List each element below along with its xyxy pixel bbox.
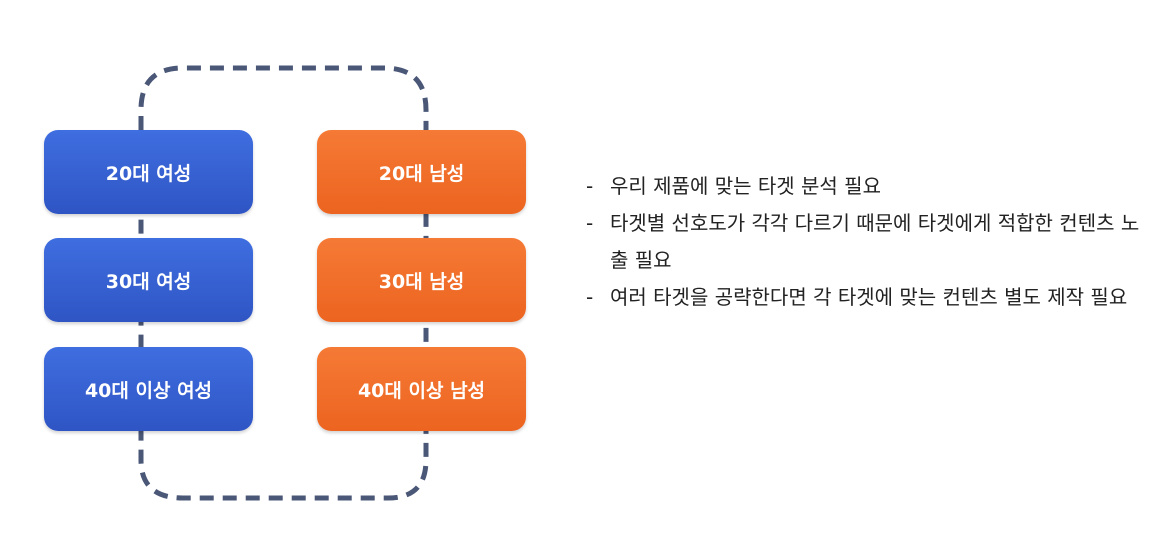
bullet-dash: -	[586, 211, 594, 235]
male-30s-box: 30대 남성	[317, 238, 526, 322]
female-40s-plus-box: 40대 이상 여성	[44, 347, 253, 431]
note-item: - 우리 제품에 맞는 타겟 분석 필요	[586, 168, 1146, 205]
bullet-dash: -	[586, 285, 594, 309]
notes-list: - 우리 제품에 맞는 타겟 분석 필요 - 타겟별 선호도가 각각 다르기 때…	[586, 168, 1146, 316]
female-20s-box: 20대 여성	[44, 130, 253, 214]
note-item: - 타겟별 선호도가 각각 다르기 때문에 타겟에게 적합한 컨텐츠 노출 필요	[586, 205, 1146, 279]
female-30s-box: 30대 여성	[44, 238, 253, 322]
note-text: 타겟별 선호도가 각각 다르기 때문에 타겟에게 적합한 컨텐츠 노출 필요	[610, 211, 1140, 272]
note-text: 우리 제품에 맞는 타겟 분석 필요	[610, 174, 881, 198]
note-text: 여러 타겟을 공략한다면 각 타겟에 맞는 컨텐츠 별도 제작 필요	[610, 285, 1128, 309]
bullet-dash: -	[586, 174, 594, 198]
male-20s-box: 20대 남성	[317, 130, 526, 214]
note-item: - 여러 타겟을 공략한다면 각 타겟에 맞는 컨텐츠 별도 제작 필요	[586, 279, 1146, 316]
male-40s-plus-box: 40대 이상 남성	[317, 347, 526, 431]
